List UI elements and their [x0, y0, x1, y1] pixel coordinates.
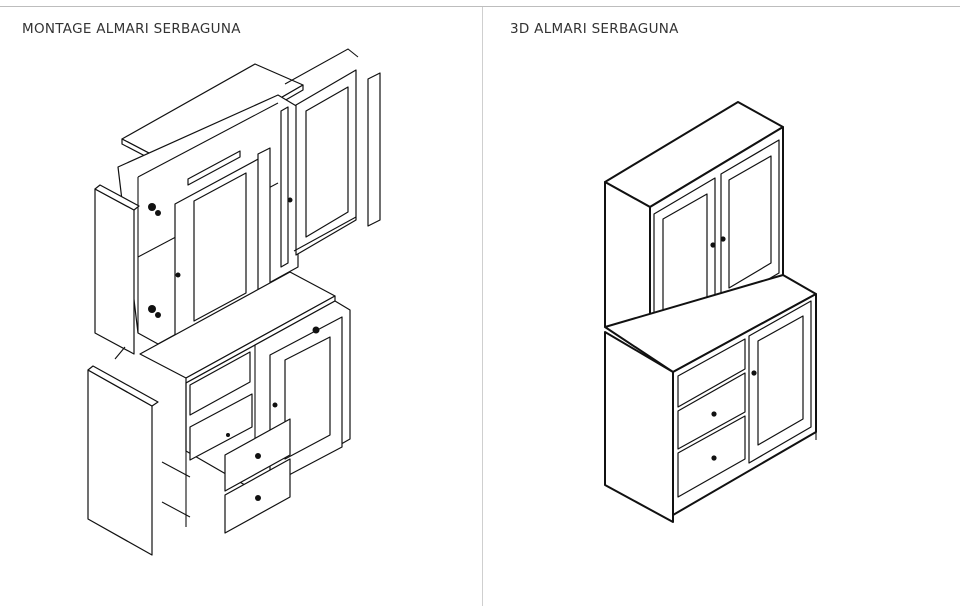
exploded-cabinet-drawing	[87, 48, 381, 556]
view-divider	[482, 7, 483, 606]
assembled-cabinet-drawing	[604, 101, 817, 523]
assembly-view: MONTAGE ALMARI SERBAGUNA	[0, 7, 482, 606]
assembled-view-title: 3D ALMARI SERBAGUNA	[510, 21, 679, 37]
assembled-3d-view: 3D ALMARI SERBAGUNA	[483, 7, 960, 606]
assembly-view-title: MONTAGE ALMARI SERBAGUNA	[22, 21, 241, 37]
sheet-top-border	[0, 6, 960, 7]
